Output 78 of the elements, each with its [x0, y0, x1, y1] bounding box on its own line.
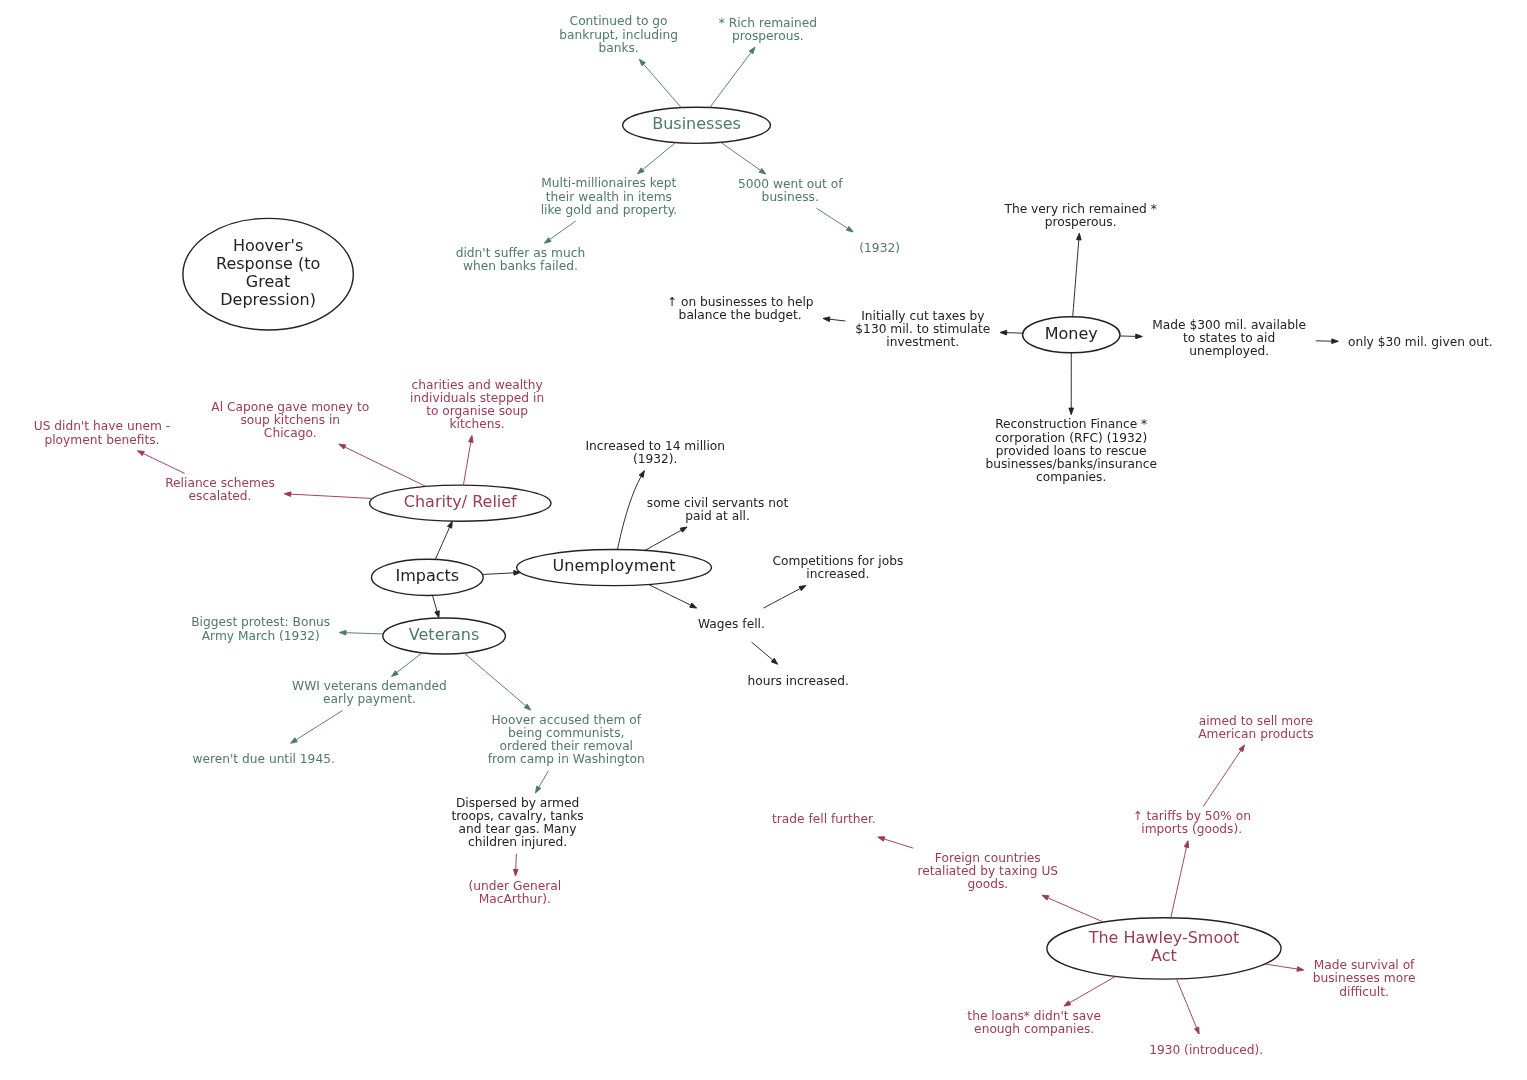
- arrow: [637, 142, 676, 175]
- node-text: Increased to 14 million (1932).: [585, 439, 726, 467]
- node-text: Wages fell.: [698, 617, 765, 632]
- node-text: Made survival of businesses more difficult.: [1312, 958, 1416, 999]
- node-text: weren't due until 1945.: [192, 752, 335, 767]
- arrow: [338, 443, 427, 487]
- arrow: [543, 220, 577, 244]
- arrow: [434, 520, 453, 560]
- node-ellipse: Impacts: [370, 558, 484, 597]
- arrow: [822, 316, 846, 322]
- arrow: [283, 491, 373, 499]
- arrow: [1119, 333, 1143, 340]
- arrow: [762, 585, 807, 609]
- arrow: [877, 836, 914, 849]
- node-text: US didn't have unem - ployment benefits.: [33, 419, 171, 447]
- node-text: 1930 (introduced).: [1149, 1043, 1264, 1058]
- node-text: 5000 went out of business.: [737, 176, 843, 205]
- node-text: ↑ on businesses to help balance the budget.: [666, 294, 814, 322]
- node-text: Dispersed by armed troops, cavalry, tanks and tear gas. Many children injured.: [451, 795, 584, 850]
- node-text: * Rich remained prosperous.: [718, 15, 817, 43]
- arrow: [638, 58, 682, 108]
- arrow: [751, 641, 779, 665]
- arrow: [816, 207, 854, 233]
- arrow: [1072, 232, 1082, 318]
- node-text: Hoover accused them of being communists, ordered their removal from camp in Washington: [487, 712, 645, 767]
- node-text: trade fell further.: [772, 812, 876, 827]
- node-text: Continued to go bankrupt, including banks.: [559, 14, 678, 55]
- arrow: [1264, 963, 1305, 972]
- arrow: [339, 629, 384, 636]
- node-text: Initially cut taxes by $130 mil. to stimulate investment.: [855, 308, 991, 350]
- arrow: [482, 570, 521, 576]
- node-text: Reliance schemes escalated.: [165, 475, 275, 504]
- arrow: [1202, 744, 1245, 808]
- node-text: some civil servants not paid at all.: [646, 495, 789, 523]
- node-text: Reconstruction Finance * corporation (RFC) (1932) provided loans to rescue businesses/banks/insurance companies.: [985, 417, 1157, 485]
- arrow: [644, 526, 688, 551]
- node-text: Made $300 mil. available to states to aid unemployed.: [1152, 317, 1307, 359]
- node-text: didn't suffer as much when banks failed.: [455, 246, 586, 274]
- node-text: Foreign countries retaliated by taxing US goods.: [917, 850, 1059, 892]
- arrow: [1315, 338, 1339, 344]
- arrow: [1041, 894, 1105, 923]
- node-ellipse: Money: [1021, 316, 1121, 354]
- node-text: (1932): [859, 241, 900, 256]
- arrow: [1170, 840, 1190, 919]
- node-ellipse: The Hawley-Smoot Act: [1046, 917, 1282, 980]
- arrow: [1176, 978, 1200, 1035]
- arrow: [1068, 352, 1074, 416]
- node-text: hours increased.: [747, 673, 849, 688]
- node-text: ↑ tariffs by 50% on imports (goods).: [1132, 809, 1252, 837]
- node-text: The very rich remained * prosperous.: [1004, 201, 1157, 229]
- arrow: [534, 770, 549, 794]
- arrow: [290, 710, 343, 744]
- arrow: [648, 584, 698, 609]
- node-text: Biggest protest: Bonus Army March (1932): [191, 615, 331, 643]
- arrow: [617, 470, 645, 551]
- arrow: [136, 450, 186, 474]
- arrow: [462, 435, 474, 486]
- arrow: [463, 652, 532, 711]
- arrow: [513, 853, 519, 877]
- node-ellipse: Businesses: [621, 106, 772, 145]
- node-text: (under General MacArthur).: [468, 878, 562, 906]
- arrow: [1063, 976, 1116, 1007]
- node-text: only $30 mil. given out.: [1347, 335, 1493, 350]
- arrow: [431, 594, 440, 619]
- arrow: [720, 141, 767, 175]
- node-ellipse: Charity/ Relief: [368, 484, 552, 522]
- node-text: charities and wealthy individuals stepped in to organise soup kitchens.: [410, 377, 545, 432]
- node-text: WWI veterans demanded early payment.: [292, 679, 447, 707]
- node-text: the loans* didn't save enough companies.: [967, 1008, 1102, 1036]
- node-text: aimed to sell more American products: [1198, 713, 1314, 741]
- node-ellipse: Veterans: [382, 617, 507, 655]
- arrow: [709, 46, 756, 108]
- node-ellipse: Hoover's Response (to Great Depression): [182, 217, 355, 331]
- node-text: Multi-millionaires kept their wealth in items like gold and property.: [540, 176, 678, 217]
- arrow: [999, 329, 1024, 336]
- node-text: Al Capone gave money to soup kitchens in Chicago.: [211, 399, 370, 440]
- node-text: Competitions for jobs increased.: [772, 554, 904, 582]
- arrow: [391, 652, 423, 677]
